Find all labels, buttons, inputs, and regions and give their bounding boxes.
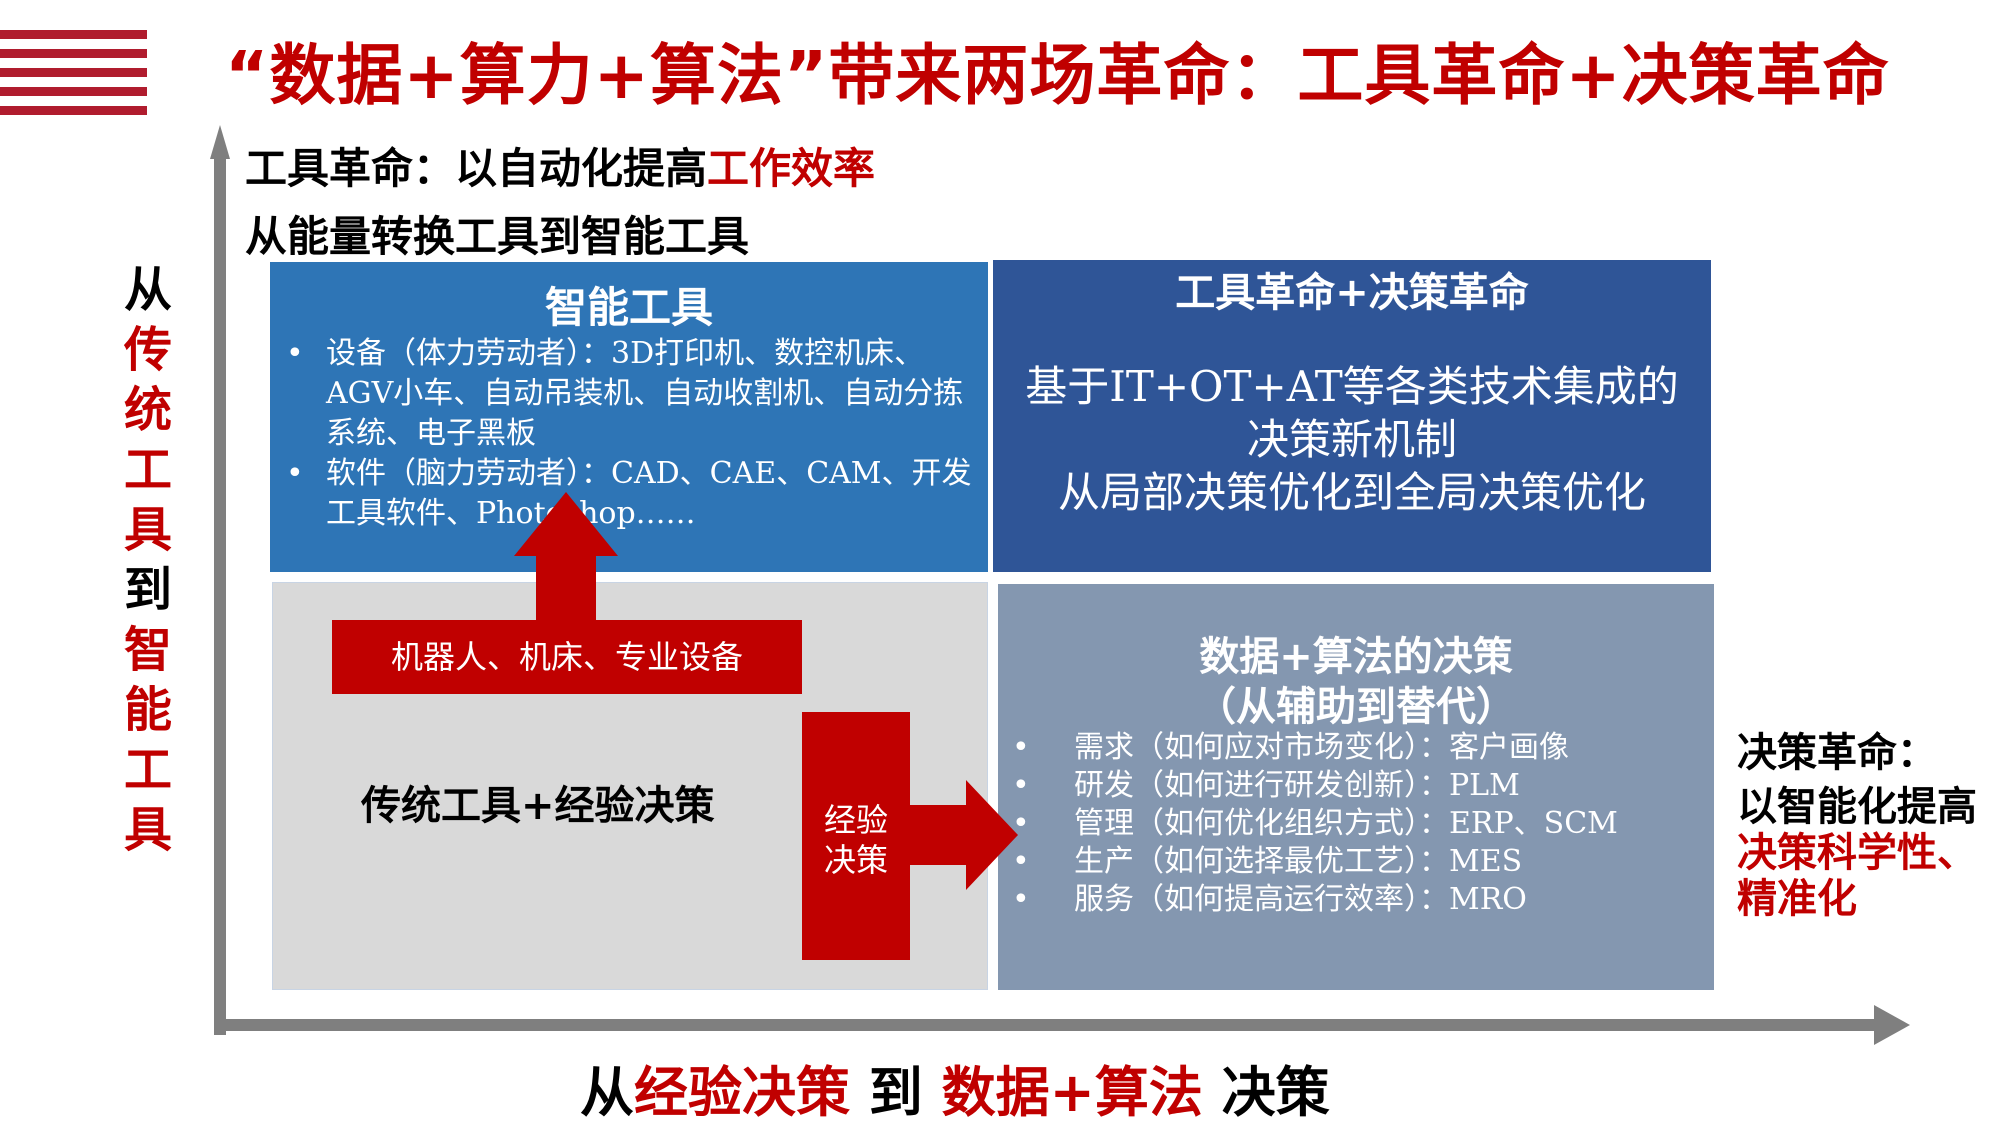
decision-revolution-text: 以智能化提高 决策科学性、 精准化 [1737, 784, 1997, 922]
stripe [0, 30, 147, 39]
header-stripes-decoration [0, 30, 147, 116]
vertical-axis-arrow [210, 125, 230, 1035]
vertical-label-char: 具 [123, 802, 172, 858]
body-line: 从局部决策优化到全局决策优化 [1057, 468, 1646, 517]
text-line-highlight: 决策科学性、 [1737, 830, 1977, 876]
smart-tools-list: • 设备（体力劳动者）：3D打印机、数控机床、AGV小车、自动吊装机、自动收割机、… [284, 334, 988, 534]
tool-revolution-prefix: 工具革命：以自动化提高 [245, 144, 708, 193]
quadrant-subheading: （从辅助到替代） [1196, 684, 1516, 730]
list-item-text: 研发（如何进行研发创新）：PLM [1074, 768, 1520, 803]
tool-revolution-heading: 工具革命：以自动化提高工作效率 [245, 135, 875, 196]
quadrant-data-algorithm-decision: 数据+算法的决策 （从辅助到替代） • 需求（如何应对市场变化）：客户画像 • 研发… [998, 584, 1714, 990]
axis-label-highlight: 数据+算法 [941, 1061, 1203, 1124]
decision-areas-list: • 需求（如何应对市场变化）：客户画像 • 研发（如何进行研发创新）：PLM • 管理… [1010, 729, 1714, 919]
bullet-icon: • [1012, 844, 1030, 879]
quadrant-label: 传统工具+经验决策 [361, 783, 715, 829]
vertical-label-char: 智 [123, 622, 172, 678]
bullet-icon: • [1012, 806, 1030, 841]
horizontal-axis-arrow [214, 1005, 1910, 1045]
quadrant-heading: 工具革命+决策革命 [1175, 270, 1529, 316]
robot-machine-equipment-box: 机器人、机床、专业设备 [332, 620, 802, 694]
vertical-axis-label: 从传统工具到智能工具 [118, 260, 178, 860]
axis-label-highlight: 经验决策 [634, 1061, 850, 1124]
decision-revolution-heading: 决策革命： [1737, 730, 1937, 776]
vertical-label-char: 到 [123, 562, 172, 618]
stripe [0, 49, 147, 58]
axis-label-part: 决策 [1202, 1061, 1330, 1124]
box-line: 决策 [823, 841, 888, 879]
list-item-text: 生产（如何选择最优工艺）：MES [1074, 844, 1523, 879]
stripe [0, 106, 147, 115]
up-arrow-icon [514, 492, 618, 620]
quadrant-smart-tools: 智能工具 • 设备（体力劳动者）：3D打印机、数控机床、AGV小车、自动吊装机、自… [270, 262, 988, 572]
list-item: • 设备（体力劳动者）：3D打印机、数控机床、AGV小车、自动吊装机、自动收割机、… [284, 334, 988, 454]
list-item-text: 需求（如何应对市场变化）：客户画像 [1074, 730, 1569, 765]
vertical-label-char: 统 [123, 382, 172, 438]
list-item: • 管理（如何优化组织方式）：ERP、SCM [1010, 805, 1714, 843]
experience-decision-box: 经验 决策 [802, 712, 910, 960]
axis-label-part: 从 [580, 1061, 634, 1124]
text-line-highlight: 精准化 [1737, 876, 1857, 922]
axis-label-part: 到 [850, 1061, 942, 1124]
box-line: 经验 [823, 801, 888, 839]
list-item-text: 管理（如何优化组织方式）：ERP、SCM [1074, 806, 1618, 841]
list-item: • 需求（如何应对市场变化）：客户画像 [1010, 729, 1714, 767]
quadrant-heading: 智能工具 [544, 283, 713, 332]
list-item-text: 服务（如何提高运行效率）：MRO [1074, 882, 1527, 917]
bullet-icon: • [286, 336, 304, 371]
stripe [0, 87, 147, 96]
bullet-icon: • [1012, 768, 1030, 803]
quadrant-tool-and-decision-revolution: 工具革命+决策革命 基于IT+OT+AT等各类技术集成的 决策新机制 从局部决策… [993, 260, 1711, 572]
body-line: 决策新机制 [1246, 415, 1457, 464]
bullet-icon: • [1012, 730, 1030, 765]
right-arrow-icon [910, 780, 1018, 890]
vertical-label-char: 工 [123, 442, 172, 498]
text-line: 以智能化提高 [1737, 784, 1977, 830]
horizontal-axis-label: 从经验决策 到 数据+算法 决策 [580, 1048, 1330, 1127]
list-item: • 生产（如何选择最优工艺）：MES [1010, 843, 1714, 881]
vertical-label-char: 从 [123, 262, 172, 318]
body-line: 基于IT+OT+AT等各类技术集成的 [1025, 362, 1679, 411]
tool-revolution-highlight: 工作效率 [707, 144, 876, 193]
bullet-icon: • [1012, 882, 1030, 917]
page-title: “数据+算力+算法”带来两场革命：工具革命+决策革命 [225, 37, 1890, 114]
list-item-text: 设备（体力劳动者）：3D打印机、数控机床、AGV小车、自动吊装机、自动收割机、自… [326, 336, 964, 451]
list-item-text: 软件（脑力劳动者）：CAD、CAE、CAM、开发工具软件、Photoshop…… [326, 456, 972, 531]
quadrant-body: 基于IT+OT+AT等各类技术集成的 决策新机制 从局部决策优化到全局决策优化 [993, 360, 1711, 519]
list-item: • 软件（脑力劳动者）：CAD、CAE、CAM、开发工具软件、Photoshop…… [284, 454, 988, 534]
stripe [0, 68, 147, 77]
list-item: • 研发（如何进行研发创新）：PLM [1010, 767, 1714, 805]
bullet-icon: • [286, 456, 304, 491]
vertical-label-char: 工 [123, 742, 172, 798]
list-item: • 服务（如何提高运行效率）：MRO [1010, 881, 1714, 919]
quadrant-heading: 数据+算法的决策 [1199, 634, 1513, 680]
vertical-label-char: 传 [123, 322, 172, 378]
vertical-label-char: 具 [123, 502, 172, 558]
vertical-label-char: 能 [123, 682, 172, 738]
tool-revolution-subheading: 从能量转换工具到智能工具 [245, 212, 750, 261]
